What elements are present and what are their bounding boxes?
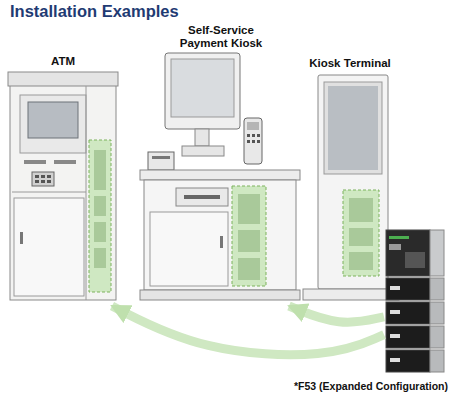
atm-illustration-part [8, 72, 118, 86]
kiosk-terminal: Kiosk Terminal [298, 54, 402, 302]
f53-dispenser: *F53 (Expanded Configuration) [384, 228, 446, 376]
payment-kiosk-illustration-part [171, 59, 234, 117]
f53-dispenser-illustration-part [386, 230, 430, 276]
kiosk-terminal-illustration-part [349, 198, 373, 222]
flow-arrow [289, 306, 384, 322]
flow-arrow [112, 306, 384, 355]
f53-dispenser-illustration-part [386, 302, 430, 324]
payment-kiosk-illustration-part [247, 122, 259, 130]
machine-label: Kiosk Terminal [309, 57, 391, 70]
atm-illustration-part [12, 192, 86, 193]
kiosk-terminal-illustration-part [303, 289, 399, 300]
f53-dispenser-illustration-part [390, 334, 400, 338]
connector-group [112, 306, 384, 355]
atm-illustration-part [20, 232, 23, 244]
atm-illustration-part [94, 222, 106, 242]
payment-kiosk-illustration-part [238, 194, 260, 224]
kiosk-terminal-illustration-part [324, 82, 382, 174]
atm-machine: ATM [4, 52, 122, 302]
payment-kiosk-illustration-part [257, 134, 260, 137]
atm-illustration-part [20, 95, 86, 153]
f53-dispenser-illustration [386, 230, 444, 372]
f53-dispenser-illustration-part [430, 230, 444, 276]
kiosk-terminal-illustration [303, 75, 399, 300]
payment-kiosk: Self-Service Payment Kiosk [135, 21, 307, 302]
kiosk-terminal-illustration-part [349, 252, 373, 270]
atm-illustration-part [35, 180, 39, 183]
f53-dispenser-illustration-part [389, 244, 401, 250]
payment-kiosk-illustration-part [244, 118, 262, 164]
payment-kiosk-illustration [140, 53, 300, 300]
payment-kiosk-illustration-part [144, 180, 296, 290]
atm-illustration-part [10, 74, 116, 300]
atm-illustration-part [94, 196, 106, 216]
payment-kiosk-illustration-part [257, 140, 260, 143]
kiosk-terminal-illustration-part [318, 75, 388, 289]
f53-dispenser-illustration-part [390, 310, 400, 314]
atm-illustration-part [86, 86, 87, 300]
payment-kiosk-illustration-part [220, 236, 223, 248]
payment-kiosk-illustration-part [184, 195, 220, 199]
payment-kiosk-illustration-part [182, 146, 224, 156]
f53-dispenser-illustration-part [386, 326, 430, 348]
f53-dispenser-illustration-part [430, 302, 444, 324]
atm-illustration-part [94, 248, 106, 268]
atm-illustration-part [24, 160, 46, 164]
f53-dispenser-illustration-part [389, 236, 409, 239]
atm-illustration-part [47, 175, 51, 178]
payment-kiosk-illustration-part [238, 230, 260, 252]
kiosk-terminal-illustration-part [343, 190, 379, 276]
payment-kiosk-illustration-part [150, 212, 228, 286]
atm-illustration-part [28, 102, 78, 138]
machine-label: Self-Service Payment Kiosk [173, 24, 269, 50]
atm-illustration-part [14, 198, 84, 296]
payment-kiosk-illustration-part [238, 258, 260, 280]
f53-dispenser-illustration-part [430, 278, 444, 300]
payment-kiosk-illustration-part [148, 152, 174, 170]
payment-kiosk-illustration-part [195, 129, 209, 146]
payment-kiosk-illustration-part [140, 170, 300, 180]
payment-kiosk-illustration-part [247, 134, 250, 137]
atm-illustration-part [89, 140, 111, 292]
f53-dispenser-illustration-part [430, 350, 444, 372]
f53-dispenser-illustration-part [386, 278, 430, 300]
f53-dispenser-illustration-part [430, 326, 444, 348]
payment-kiosk-illustration-part [176, 188, 228, 206]
atm-illustration-part [32, 172, 54, 186]
payment-kiosk-illustration-part [165, 53, 240, 129]
payment-kiosk-illustration-part [232, 186, 266, 286]
payment-kiosk-illustration-part [247, 140, 250, 143]
payment-kiosk-illustration-part [252, 134, 255, 137]
f53-dispenser-illustration-part [390, 358, 400, 362]
payment-kiosk-illustration-part [140, 290, 300, 300]
atm-illustration-part [35, 175, 39, 178]
atm-illustration-part [94, 150, 106, 190]
machine-label: ATM [51, 55, 75, 68]
kiosk-terminal-illustration-part [349, 228, 373, 246]
atm-illustration-part [54, 160, 76, 164]
atm-illustration-part [47, 180, 51, 183]
payment-kiosk-illustration-part [252, 140, 255, 143]
f53-dispenser-illustration-part [390, 286, 400, 290]
atm-illustration-part [41, 175, 45, 178]
f53-dispenser-illustration-part [386, 350, 430, 372]
atm-illustration-part [41, 180, 45, 183]
atm-illustration [8, 72, 118, 300]
device-caption: *F53 (Expanded Configuration) [294, 380, 448, 393]
f53-dispenser-illustration-part [405, 252, 425, 268]
kiosk-terminal-illustration-part [328, 86, 378, 170]
page-title: Installation Examples [10, 2, 179, 21]
payment-kiosk-illustration-part [152, 156, 170, 159]
